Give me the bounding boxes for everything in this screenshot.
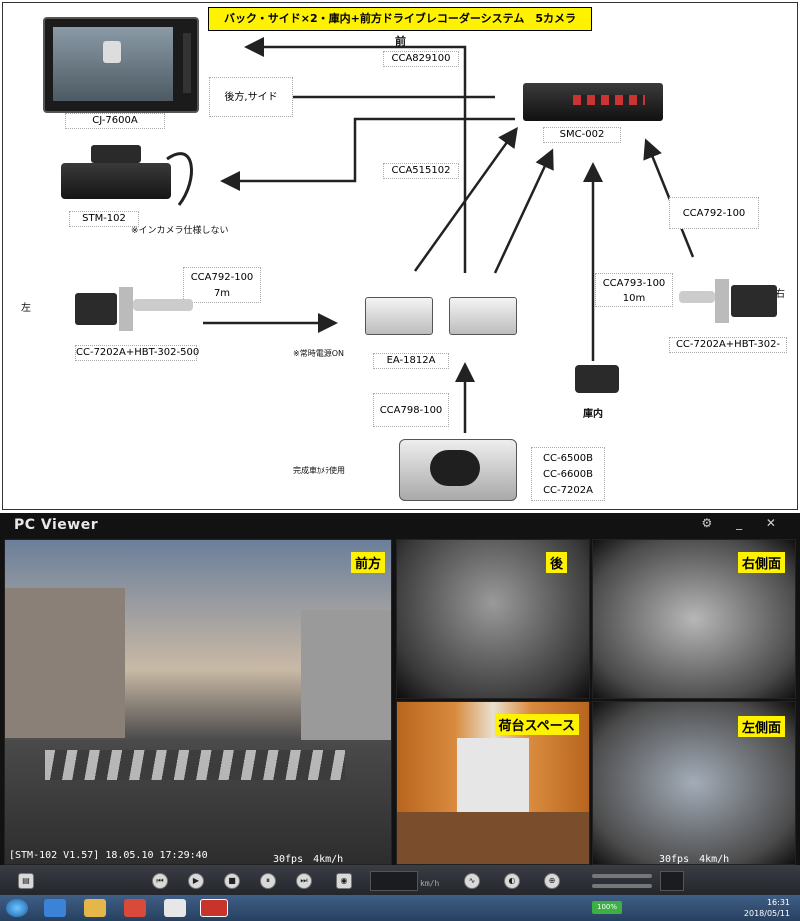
left-label: 左 [21,303,31,314]
feed-front-label: 前方 [350,552,385,573]
monitor-buttons [183,33,191,93]
rear-model-2: CC-6600B [543,469,593,480]
speed-display [370,871,418,891]
diagram-title: バック・サイド×2・庫内+前方ドライブレコーダーシステム 5カメラ [208,7,592,31]
snapshot-button[interactable]: ◉ [336,873,352,889]
browser-icon[interactable] [44,899,66,917]
target-button[interactable]: ⊕ [544,873,560,889]
arrow-ea2-to-smc [493,148,554,274]
cable-cca829100: CCA829100 [383,51,459,67]
cable-cca515102: CCA515102 [383,163,459,179]
viewer-title: PC Viewer [14,517,99,533]
folder-button[interactable]: ▤ [18,873,34,889]
monitor-screen [53,27,173,101]
osd-fps-left: 30fps 4km/h [273,854,344,865]
feed-left-side[interactable]: 左側面 30fps 4km/h [592,701,796,865]
window-controls[interactable]: ⚙ _ ✕ [701,516,786,530]
recorder-label: STM-102 [69,211,139,227]
rear-camera-device [399,439,517,501]
monitor-note: 後方,サイド [209,77,293,117]
feed-right-side-label: 右側面 [737,552,785,573]
brightness-slider[interactable] [592,884,652,888]
converter-2 [449,297,517,335]
previous-button[interactable]: ⏮ [152,873,168,889]
osd-fps-right: 30fps 4km/h [659,854,730,865]
folder-icon[interactable] [84,899,106,917]
battery-indicator: 100% [592,901,622,914]
cable-cca792-left-length: 7m [213,288,231,299]
recorder-device [61,145,171,201]
rear-model-1: CC-6500B [543,453,593,464]
speed-unit: km/h [420,879,440,888]
rear-model-3: CC-7202A [543,485,593,496]
volume-slider[interactable] [592,874,652,878]
play-button[interactable]: ▶ [188,873,204,889]
feed-rear[interactable]: 後 [396,539,590,699]
left-camera-label: CC-7202A+HBT-302-500 [75,345,199,361]
recorder-cable [166,152,193,206]
arrow-ea1-to-smc [413,126,518,272]
value-box [660,871,684,891]
stop-button[interactable]: ■ [224,873,240,889]
cable-cca793: CCA793-100 10m [595,273,673,307]
cable-cca798: CCA798-100 [373,393,449,427]
cable-cca792-left: CCA792-100 7m [183,267,261,303]
clock-time: 16:31 [766,898,790,907]
arrow-front-to-monitor [244,37,467,273]
interior-camera-label: 庫内 [583,409,603,420]
feed-cargo-label: 荷台スペース [494,714,579,735]
converter-note: ※常時電源ON [293,349,344,358]
right-camera-device [679,275,779,325]
chrome-icon[interactable] [164,899,186,917]
cable-cca792-right: CCA792-100 [669,197,759,229]
left-camera-device [75,283,193,333]
smc-device [523,83,663,121]
rear-camera-note: 完成車ｶﾒﾗ使用 [293,466,345,475]
feed-rear-label: 後 [545,552,567,573]
waveform-button[interactable]: ∿ [464,873,480,889]
monitor-device [43,17,199,113]
playback-controls: ▤ ⏮ ▶ ■ ⏸ ⏭ ◉ km/h ∿ ◐ ⊕ [0,865,800,895]
monitor-label: CJ-7600A [65,113,165,129]
interior-camera-device [575,365,619,393]
pause-button[interactable]: ⏸ [260,873,276,889]
right-camera-label: CC-7202A+HBT-302- [669,337,787,353]
contrast-button[interactable]: ◐ [504,873,520,889]
clock-date: 2018/05/11 [743,909,790,918]
cable-cca792-left-name: CCA792-100 [190,272,254,283]
arrow-smc-to-stm [220,117,515,191]
start-icon[interactable] [6,899,28,917]
front-label: 前 [395,35,406,48]
media-icon[interactable] [124,899,146,917]
car-icon [103,41,121,63]
converter-label: EA-1812A [373,353,449,369]
cable-cca793-name: CCA793-100 [602,278,666,289]
converter-1 [365,297,433,335]
cable-cca793-length: 10m [622,293,646,304]
osd-timestamp: [STM-102 V1.57] 18.05.10 17:29:40 [9,850,208,861]
rear-camera-models: CC-6500B CC-6600B CC-7202A [531,447,605,501]
feed-front[interactable]: 前方 [STM-102 V1.57] 18.05.10 17:29:40 30f… [4,539,392,865]
feed-left-side-label: 左側面 [737,716,785,737]
feed-right-side[interactable]: 右側面 [592,539,796,699]
smc-label: SMC-002 [543,127,621,143]
pc-viewer-window: PC Viewer ⚙ _ ✕ 前方 [STM-102 V1.57] 18.05… [0,513,800,921]
feed-cargo[interactable]: 荷台スペース [396,701,590,865]
recorder-note: ※インカメラ仕様しない [131,226,229,236]
system-clock: 16:31 2018/05/11 [744,897,790,919]
right-label: 右 [775,289,785,300]
wiring-diagram: バック・サイド×2・庫内+前方ドライブレコーダーシステム 5カメラ [2,2,798,510]
windows-taskbar: 100% 16:31 2018/05/11 [0,895,800,921]
next-button[interactable]: ⏭ [296,873,312,889]
viewer-app-icon[interactable] [200,899,228,917]
